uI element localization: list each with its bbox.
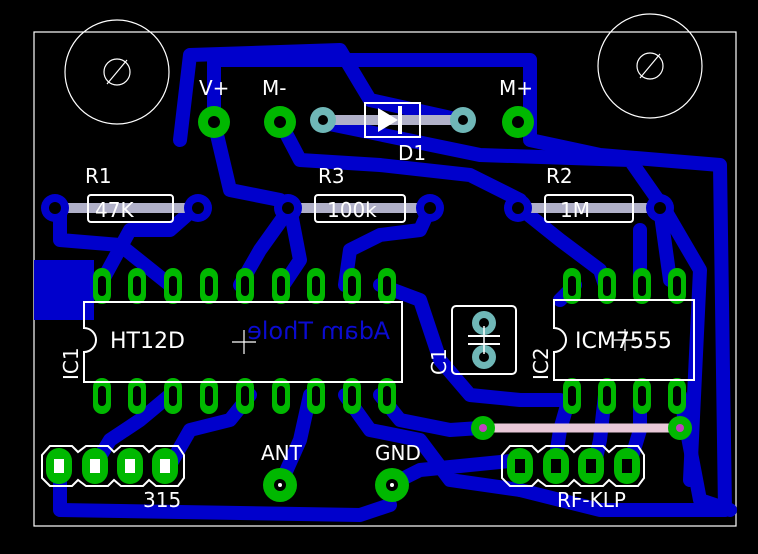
header-rf-klp[interactable]: RF-KLP [501,445,645,512]
r2-label: R2 [546,164,573,188]
pad-gnd[interactable]: GND [375,441,421,502]
ic1-ht12d[interactable]: HT12D IC1 Adam Thole [59,268,403,414]
ant-label: ANT [261,441,303,465]
d1-label: D1 [398,141,426,165]
r2-value: 1M [560,198,590,222]
author-mirrored-text: Adam Thole [247,317,390,345]
ic2-icm7555[interactable]: ICM7555 IC2 [529,268,695,414]
mplus-label: M+ [499,76,533,100]
gnd-label: GND [375,441,421,465]
c1-ref: C1 [427,348,451,375]
resistor-r1[interactable]: R1 47K [41,164,212,223]
ic2-name: ICM7555 [575,329,672,354]
mounting-hole-right [597,13,703,119]
r1-label: R1 [85,164,112,188]
header-315-label: 315 [143,488,181,512]
mminus-label: M- [262,76,286,100]
ic1-ref: IC1 [59,347,83,380]
pad-mplus[interactable]: M+ [499,76,534,138]
r3-value: 100k [327,198,377,222]
ic1-name: HT12D [110,329,185,354]
header-315[interactable]: 315 [41,445,185,512]
diode-d1[interactable]: D1 [310,102,476,165]
resistor-r2[interactable]: R2 1M [504,164,674,223]
r3-label: R3 [318,164,345,188]
pad-mminus[interactable]: M- [262,76,296,138]
r1-value: 47K [95,198,134,222]
mounting-hole-left [64,19,170,125]
capacitor-c1[interactable]: C1 [427,305,517,375]
resistor-r3[interactable]: R3 100k [274,164,444,223]
pad-ant[interactable]: ANT [261,441,303,502]
vplus-label: V+ [199,76,229,100]
jumper-wire[interactable] [471,416,692,440]
ic2-ref: IC2 [529,347,553,380]
pad-vplus[interactable]: V+ [198,76,230,138]
rf-klp-label: RF-KLP [557,488,626,512]
ic1-top-pins [93,268,396,304]
